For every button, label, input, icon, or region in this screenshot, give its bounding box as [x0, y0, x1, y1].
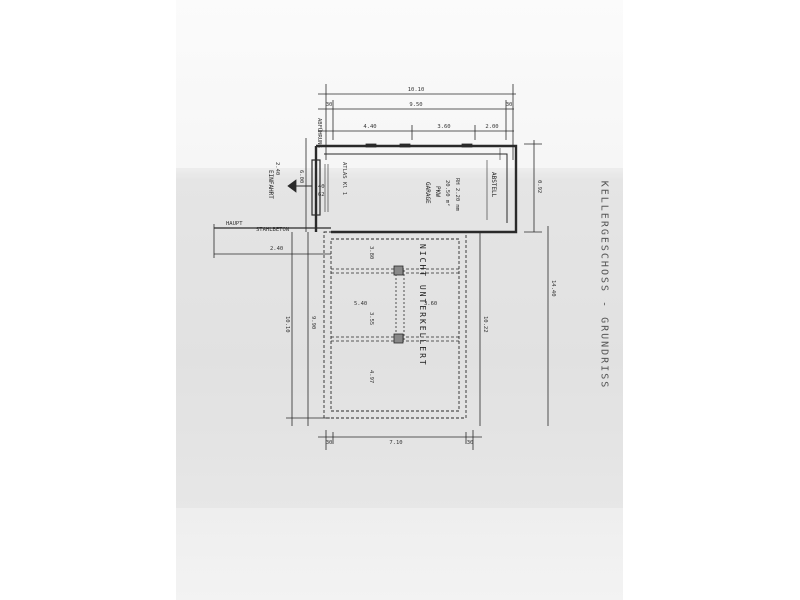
dim-left-c: 3.60: [424, 301, 437, 307]
dim-window-a: 40: [318, 184, 325, 190]
label-haupt: HAUPT: [226, 221, 243, 227]
dim-top-b: 3.60: [437, 124, 450, 130]
dim-window-b: 62: [318, 192, 325, 198]
dim-v-a: 3.80: [368, 246, 374, 259]
garage-wall-outer: [316, 144, 518, 234]
label-stahlbeton: STAHLBETON: [256, 227, 289, 233]
dim-top-a: 4.40: [363, 124, 376, 130]
room-abstell: ABSTELL: [490, 172, 497, 198]
dim-bottom-b: 30: [467, 440, 474, 446]
dim-top-side-b: 30: [506, 102, 513, 108]
dim-v-g: 0.92: [536, 180, 542, 193]
dim-left-a: 2.40: [270, 246, 283, 252]
column-bottom: [393, 333, 404, 344]
dim-v-i: 2.40: [274, 162, 280, 175]
dim-left-b: 5.40: [354, 301, 367, 307]
plan-sheet: [176, 0, 623, 600]
dim-v-f: 14.40: [550, 280, 556, 297]
label-einfahrt: EINFAHRT: [267, 170, 274, 199]
room-garage: GARAGE: [424, 182, 431, 204]
dim-v-b: 4.97: [368, 370, 374, 383]
dim-top-side-a: 30: [326, 102, 333, 108]
dim-top-total: 10.10: [408, 87, 425, 93]
room-garage-area: 20.50 m²: [444, 180, 451, 207]
dim-v-d: 9.90: [310, 316, 316, 329]
room-garage-pkw: PKW: [434, 186, 441, 197]
room-unterkellert: NICHT UNTERKELLERT: [418, 244, 427, 367]
dim-v-h: 6.00: [298, 170, 304, 183]
unterkellert-area: [323, 231, 467, 419]
label-atlas: ATLAS Kl 1: [341, 162, 347, 195]
dim-top-c: 2.00: [485, 124, 498, 130]
entry-arrow-icon: [287, 179, 297, 193]
dim-left-d: 3.55: [368, 312, 374, 325]
garage-wall-inner: [324, 153, 508, 223]
dim-v-e: 10.22: [482, 316, 488, 333]
sheet-title: KELLERGESCHOSS - GRUNDRISS: [598, 180, 610, 390]
room-garage-height: RH 2.20 mm: [454, 178, 460, 212]
dim-bottom-a: 30: [326, 440, 333, 446]
dim-v-c: 10.10: [284, 316, 290, 333]
dim-bottom-total: 7.10: [389, 440, 402, 446]
label-abfuehrung: ABFÜHRUNG: [316, 118, 323, 148]
column-top: [393, 265, 404, 276]
dim-top-inner: 9.50: [409, 102, 422, 108]
